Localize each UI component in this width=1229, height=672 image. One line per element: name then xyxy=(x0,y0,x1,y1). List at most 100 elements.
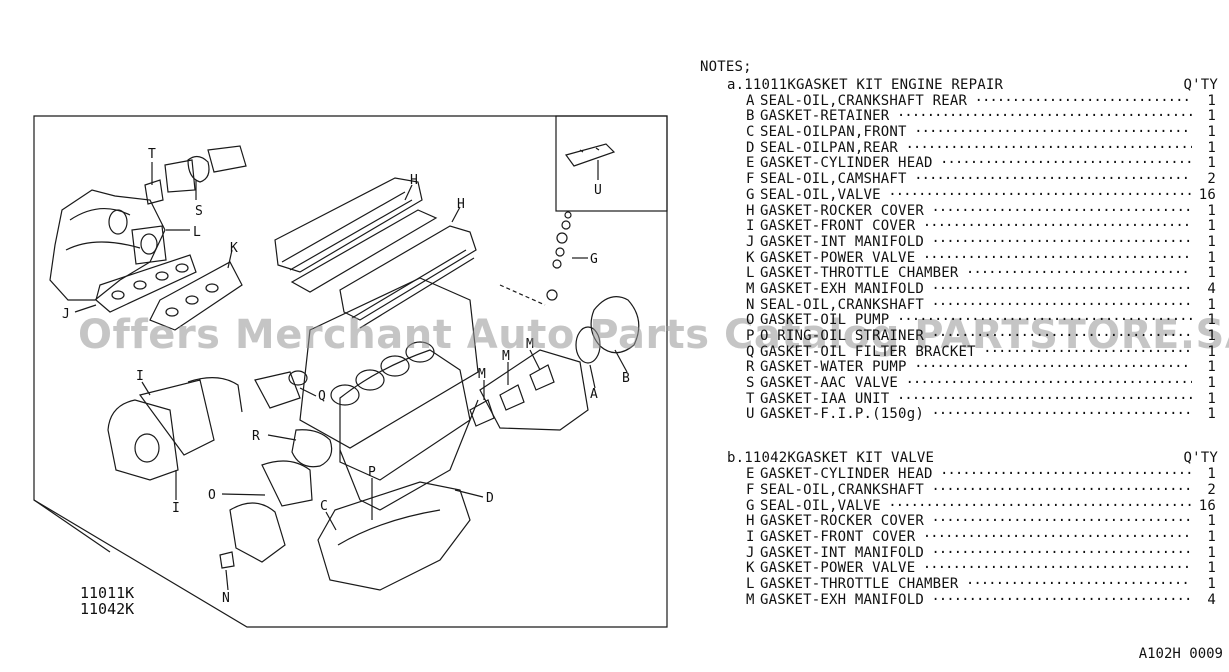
item-letter: T xyxy=(746,390,755,407)
callout-h2: H xyxy=(457,197,465,212)
item-letter: K xyxy=(746,560,755,577)
item-letter: A xyxy=(746,92,755,109)
callout-h1: H xyxy=(410,173,418,188)
item-qty: 1 xyxy=(1207,312,1216,329)
item-name: GASKET-FRONT COVER xyxy=(760,219,1192,235)
item-qty: 2 xyxy=(1207,171,1216,188)
item-name: GASKET-EXH MANIFOLD xyxy=(760,282,1192,298)
item-name: GASKET-ROCKER COVER xyxy=(760,204,1192,220)
item-name: SEAL-OIL,VALVE xyxy=(760,188,1192,204)
item-name: GASKET-WATER PUMP xyxy=(760,360,1192,376)
rocker-covers xyxy=(274,177,477,329)
item-letter: G xyxy=(746,497,755,514)
item-qty: 1 xyxy=(1207,560,1216,577)
item-letter: M xyxy=(746,280,755,297)
item-letter: O xyxy=(746,312,755,329)
item-letter: F xyxy=(746,481,755,498)
item-letter: P xyxy=(746,328,755,344)
item-letter: C xyxy=(746,124,755,141)
callout-j: J xyxy=(62,307,70,322)
oil-pan xyxy=(317,481,471,591)
part-number-b: 11042K xyxy=(80,600,134,618)
item-letter: H xyxy=(746,513,755,530)
item-letter: G xyxy=(746,186,755,203)
water-pump xyxy=(291,429,333,468)
item-letter: D xyxy=(746,139,755,156)
callout-i1: I xyxy=(136,369,144,384)
gasket-j xyxy=(95,254,197,313)
inset-box xyxy=(555,115,668,212)
item-name: GASKET-POWER VALVE xyxy=(760,251,1192,267)
reference-code: A102H 0009 xyxy=(1138,646,1223,662)
item-qty: 1 xyxy=(1207,343,1216,360)
item-qty: 16 xyxy=(1198,186,1216,203)
item-name: SEAL-OILPAN,REAR xyxy=(760,141,1192,157)
item-name: GASKET-RETAINER xyxy=(760,109,1192,125)
seal-n xyxy=(219,551,235,569)
intake-manifold xyxy=(49,189,166,301)
item-letter: R xyxy=(746,359,755,376)
item-name: SEAL-OIL,CRANKSHAFT xyxy=(760,298,1192,314)
diagram-frame xyxy=(33,115,668,628)
list-item: K GASKET-POWER VALVE 1 xyxy=(700,561,1220,577)
item-qty: 4 xyxy=(1207,280,1216,297)
item-qty: 1 xyxy=(1207,108,1216,125)
item-letter: B xyxy=(746,108,755,125)
item-name: GASKET-THROTTLE CHAMBER xyxy=(760,577,1192,593)
item-letter: Q xyxy=(746,343,755,360)
callout-d: D xyxy=(486,491,494,506)
item-qty: 1 xyxy=(1207,139,1216,156)
item-name: SEAL-OIL,CAMSHAFT xyxy=(760,172,1192,188)
item-qty: 1 xyxy=(1207,265,1216,282)
callout-m1: M xyxy=(478,367,486,382)
item-qty: 1 xyxy=(1207,528,1216,545)
item-name: GASKET-INT MANIFOLD xyxy=(760,546,1192,562)
item-name: GASKET-ROCKER COVER xyxy=(760,514,1192,530)
callout-k: K xyxy=(230,241,238,256)
list-item: A SEAL-OIL,CRANKSHAFT REAR 1 xyxy=(700,92,1220,110)
callout-m3: M xyxy=(526,337,534,352)
item-letter: U xyxy=(746,406,755,423)
item-letter: E xyxy=(746,155,755,172)
item-qty: 1 xyxy=(1207,202,1216,219)
iaa-unit xyxy=(144,159,196,205)
item-qty: 1 xyxy=(1207,466,1216,483)
list-item: KGASKET-POWER VALVE1 xyxy=(700,249,1220,267)
list-item: PO RING-OIL STRAINER1 xyxy=(700,328,1220,345)
exhaust-manifold xyxy=(479,349,589,431)
engine-gasket-diagram: T S L K J H H G U M M M Q B A I I R O P … xyxy=(33,115,668,628)
list-item: G SEAL-OIL,VALVE 16 xyxy=(700,186,1220,204)
item-name: GASKET-THROTTLE CHAMBER xyxy=(760,266,1192,282)
item-name: SEAL-OILPAN,FRONT xyxy=(760,125,1192,141)
valve-seals xyxy=(546,211,572,301)
item-qty: 1 xyxy=(1207,575,1216,592)
aac-valve xyxy=(187,155,210,183)
item-name: SEAL-OIL,CRANKSHAFT REAR xyxy=(760,94,1192,110)
callout-p: P xyxy=(368,465,376,480)
item-qty: 1 xyxy=(1207,92,1216,109)
callout-q: Q xyxy=(318,389,326,404)
kit-b-label: b.11042KGASKET KIT VALVE xyxy=(727,450,935,467)
item-qty: 1 xyxy=(1207,218,1216,235)
callout-t: T xyxy=(148,147,156,162)
notes-panel: NOTES; a.11011KGASKET KIT ENGINE REPAIR … xyxy=(700,59,1220,608)
callout-b: B xyxy=(622,371,630,386)
callout-u: U xyxy=(594,183,602,198)
item-qty: 1 xyxy=(1207,124,1216,141)
item-name: GASKET-INT MANIFOLD xyxy=(760,235,1192,251)
item-name: GASKET-POWER VALVE xyxy=(760,561,1192,577)
item-letter: K xyxy=(746,249,755,266)
kit-b-qty-header: Q'TY xyxy=(1183,450,1218,467)
